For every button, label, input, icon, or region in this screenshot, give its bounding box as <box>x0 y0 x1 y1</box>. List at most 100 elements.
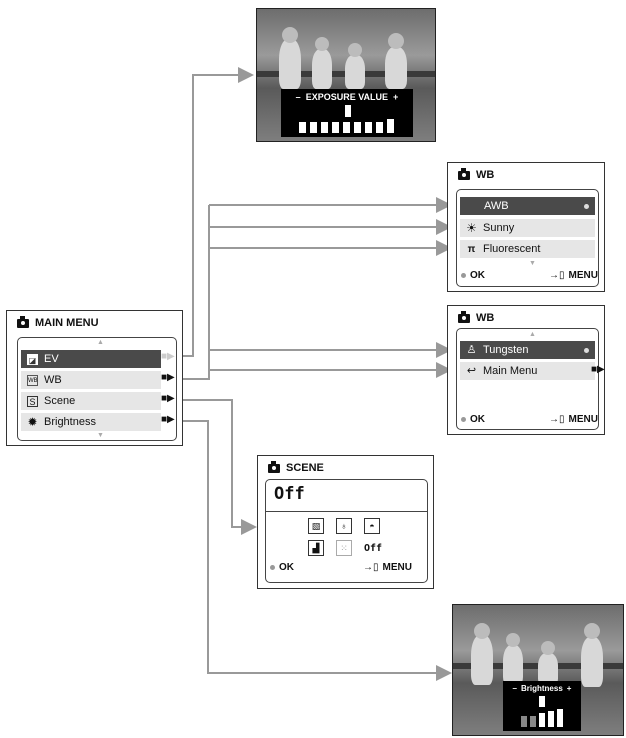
menu-item-label: EV <box>44 353 59 365</box>
wb-menu-header: WB <box>458 310 495 324</box>
wb-item-label: AWB <box>484 200 509 212</box>
brightness-selected-marker <box>539 696 545 707</box>
wb-item-label: Main Menu <box>483 365 538 377</box>
exposure-level-segment <box>321 122 328 133</box>
scene-divider <box>266 511 427 512</box>
brightness-icon: ✹ <box>27 414 38 429</box>
menu-item-scene[interactable]: S Scene <box>21 392 161 410</box>
menu-item-brightness[interactable]: ✹ Brightness <box>21 413 161 431</box>
return-icon: ↩ <box>466 364 477 377</box>
enter-arrow-icon: ■▶ <box>161 393 175 404</box>
selected-dot-icon <box>584 348 589 353</box>
connector-scene <box>183 399 257 535</box>
exposure-level-segment <box>332 122 339 133</box>
brightness-level-segment <box>521 716 527 727</box>
brightness-plus: + <box>566 684 572 693</box>
exit-icon: →▯ <box>363 562 379 573</box>
person-figure <box>279 39 301 89</box>
menu-hint: →▯ MENU <box>549 270 598 281</box>
menu-item-label: Brightness <box>44 416 96 428</box>
camera-icon <box>17 315 29 328</box>
menu-item-ev[interactable]: ◪ EV <box>21 350 161 368</box>
wb-item-awb[interactable]: AWB <box>460 197 595 215</box>
ev-icon: ◪ <box>27 353 38 365</box>
exposure-minus: – <box>295 92 301 102</box>
ok-dot-icon <box>461 417 466 422</box>
exit-icon: →▯ <box>549 270 565 281</box>
enter-arrow-icon: ■▶ <box>161 351 175 362</box>
scene-sunset-icon[interactable]: ◓ <box>364 518 380 534</box>
scene-menu-title: SCENE <box>286 462 324 474</box>
selected-dot-icon <box>584 204 589 209</box>
exposure-level-segment <box>310 122 317 133</box>
wb-item-label: Sunny <box>483 222 515 234</box>
wb-item-main-menu[interactable]: ↩ Main Menu <box>460 362 595 380</box>
exit-icon: →▯ <box>549 414 565 425</box>
wb-menu-panel-2: WB ▲ ♙ Tungsten ↩ Main Menu OK →▯ MENU ■… <box>447 305 605 435</box>
connector-brightness <box>183 420 452 681</box>
wb-item-sunny[interactable]: ☀ Sunny <box>460 219 595 237</box>
scene-night-icon[interactable]: ▟ <box>308 540 324 556</box>
exposure-label: EXPOSURE VALUE <box>305 92 389 102</box>
exposure-level-segment <box>343 122 350 133</box>
brightness-label: Brightness <box>520 684 563 693</box>
enter-arrow-icon: ■▶ <box>161 372 175 383</box>
ok-dot-icon <box>270 565 275 570</box>
exposure-selected-marker <box>345 105 351 117</box>
brightness-preview-photo: – Brightness + <box>452 604 624 736</box>
menu-item-wb[interactable]: WB WB <box>21 371 161 389</box>
enter-arrow-icon: ■▶ <box>161 414 175 425</box>
scene-menu-body: Off ▧ ♁ ◓ ▟ ⁙ Off OK →▯ MENU <box>265 479 428 583</box>
ok-label: OK <box>470 270 485 281</box>
scene-portrait-icon[interactable]: ♁ <box>336 518 352 534</box>
connector-wb-trunk <box>183 205 210 380</box>
brightness-level-segment <box>548 711 554 727</box>
scroll-up-icon[interactable]: ▲ <box>97 339 104 346</box>
menu-label: MENU <box>568 414 598 425</box>
wb-item-label: Tungsten <box>483 344 529 356</box>
menu-hint: →▯ MENU <box>363 562 412 573</box>
ok-hint: OK <box>461 414 485 425</box>
camera-icon <box>458 310 470 323</box>
brightness-level-segment <box>557 709 563 727</box>
scene-value: Off <box>274 484 305 504</box>
enter-arrow-icon: ■▶ <box>591 364 605 375</box>
wb-menu-list: AWB ☀ Sunny π Fluorescent ▼ OK →▯ MENU <box>456 189 599 287</box>
brightness-level-segment <box>530 716 536 727</box>
fluorescent-icon: π <box>467 243 476 255</box>
wb-item-label: Fluorescent <box>483 243 541 255</box>
exposure-level-segment <box>387 119 394 133</box>
exposure-level-segment <box>299 122 306 133</box>
scroll-down-icon[interactable]: ▼ <box>97 432 104 439</box>
menu-item-label: WB <box>44 374 62 386</box>
wb-item-tungsten[interactable]: ♙ Tungsten <box>460 341 595 359</box>
wb-menu-title: WB <box>476 169 495 181</box>
menu-label: MENU <box>568 270 598 281</box>
ok-label: OK <box>470 414 485 425</box>
wb-menu-header: WB <box>458 167 495 181</box>
ok-dot-icon <box>461 273 466 278</box>
camera-icon <box>458 167 470 180</box>
scroll-down-icon[interactable]: ▼ <box>529 260 536 267</box>
exposure-overlay: – EXPOSURE VALUE + <box>281 89 413 137</box>
exposure-level-segment <box>376 122 383 133</box>
scene-off-option[interactable]: Off <box>364 543 383 554</box>
scene-icon: S <box>27 395 38 407</box>
scroll-up-icon[interactable]: ▲ <box>529 331 536 338</box>
tungsten-icon: ♙ <box>466 343 477 356</box>
ok-label: OK <box>279 562 294 573</box>
exposure-level-segment <box>365 122 372 133</box>
wb-menu-title: WB <box>476 312 495 324</box>
wb-menu-panel-1: WB AWB ☀ Sunny π Fluorescent ▼ OK →▯ MEN… <box>447 162 605 292</box>
wb-item-fluorescent[interactable]: π Fluorescent <box>460 240 595 258</box>
scene-landscape-icon[interactable]: ▧ <box>308 518 324 534</box>
scene-menu-panel: SCENE Off ▧ ♁ ◓ ▟ ⁙ Off OK →▯ MENU <box>257 455 434 589</box>
menu-item-label: Scene <box>44 395 76 407</box>
scene-texture-icon[interactable]: ⁙ <box>336 540 352 556</box>
scene-menu-header: SCENE <box>268 460 324 474</box>
menu-label: MENU <box>382 562 412 573</box>
main-menu-title: MAIN MENU <box>35 317 99 329</box>
sun-icon: ☀ <box>466 220 477 235</box>
brightness-level-segment <box>539 713 545 727</box>
